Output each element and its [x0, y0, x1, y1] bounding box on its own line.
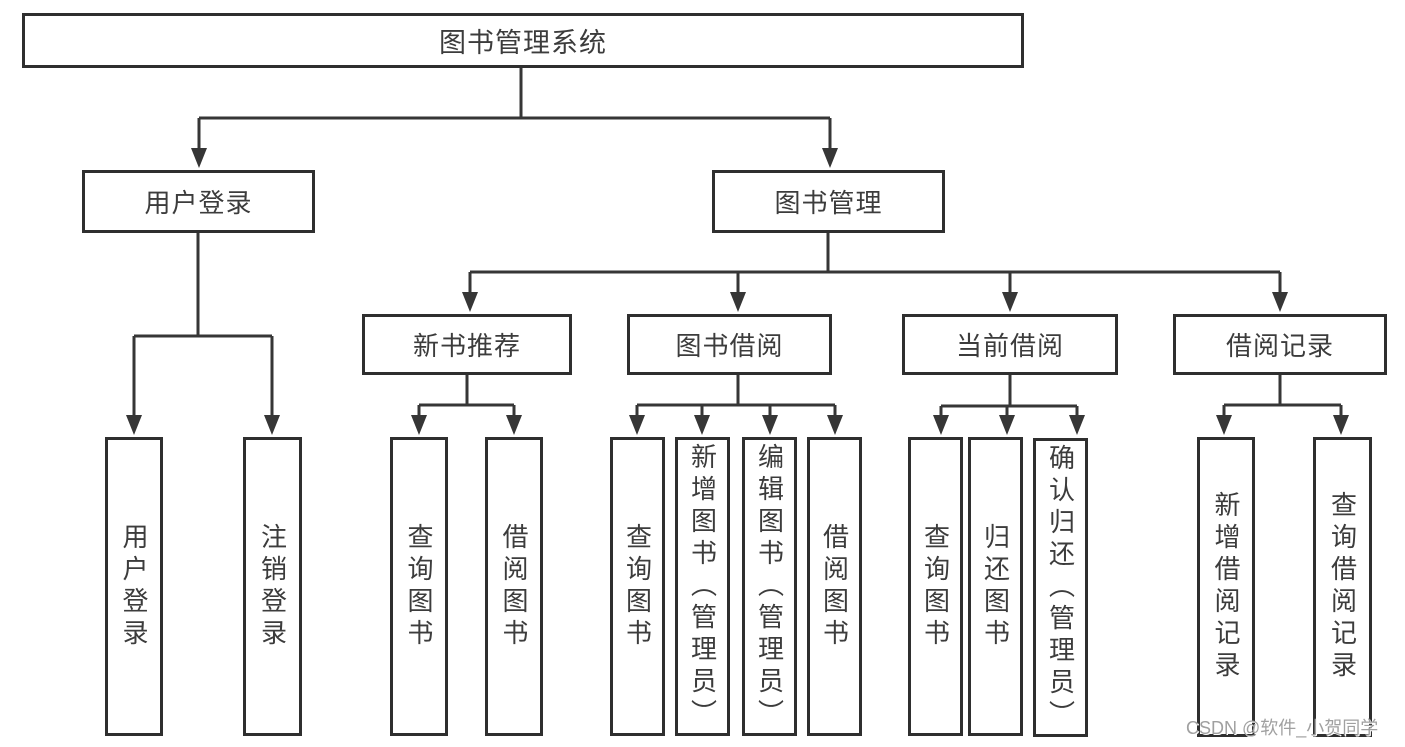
node-root: 图书管理系统 [22, 13, 1024, 68]
node-book-mgmt-branch-label: 图书管理 [774, 188, 883, 218]
node-cb-confirm-return: 确认归还（管理员） [1033, 438, 1088, 737]
node-nbr-query-book-label: 查询图书 [404, 522, 434, 651]
node-bb-borrow-book-label: 借阅图书 [819, 522, 850, 651]
node-book-mgmt-branch: 图书管理 [712, 170, 945, 233]
connector-group-records [1222, 375, 1343, 419]
node-bb-add-book-label: 新增图书（管理员） [687, 442, 718, 731]
node-logout-leaf-label: 注销登录 [257, 522, 288, 651]
node-logout-leaf: 注销登录 [243, 437, 302, 736]
node-bb-query-book-label: 查询图书 [622, 522, 653, 651]
node-user-login-leaf: 用户登录 [105, 437, 163, 736]
node-br-add-record: 新增借阅记录 [1197, 437, 1255, 737]
connector-root [197, 68, 832, 152]
connector-group-newbook [417, 375, 516, 419]
node-cb-query-book: 查询图书 [908, 437, 963, 736]
node-nbr-borrow-book: 借阅图书 [485, 437, 543, 736]
node-borrow-records-label: 借阅记录 [1225, 331, 1334, 361]
node-bb-edit-book: 编辑图书（管理员） [742, 437, 797, 736]
node-bb-add-book: 新增图书（管理员） [675, 437, 730, 736]
node-user-login-branch: 用户登录 [82, 170, 315, 233]
node-book-borrow: 图书借阅 [627, 314, 832, 375]
connector-book-branch [468, 233, 1282, 296]
node-br-query-record: 查询借阅记录 [1313, 437, 1372, 737]
node-current-borrow-label: 当前借阅 [955, 331, 1064, 361]
node-nbr-borrow-book-label: 借阅图书 [499, 522, 529, 651]
connector-group-borrow [635, 375, 837, 419]
node-br-add-record-label: 新增借阅记录 [1211, 491, 1241, 683]
node-book-borrow-label: 图书借阅 [675, 331, 784, 361]
node-root-label: 图书管理系统 [439, 28, 607, 58]
node-bb-borrow-book: 借阅图书 [807, 437, 862, 736]
connector-user-branch [132, 232, 274, 419]
node-user-login-leaf-label: 用户登录 [119, 522, 149, 651]
node-new-book-rec-label: 新书推荐 [412, 331, 521, 361]
watermark: CSDN @软件_小贺同学 [1186, 718, 1379, 738]
arrowheads [126, 148, 1349, 435]
node-cb-query-book-label: 查询图书 [920, 522, 951, 651]
node-cb-return-book: 归还图书 [968, 437, 1023, 736]
node-nbr-query-book: 查询图书 [390, 437, 448, 736]
node-current-borrow: 当前借阅 [902, 314, 1118, 375]
node-bb-edit-book-label: 编辑图书（管理员） [754, 442, 785, 731]
node-borrow-records: 借阅记录 [1173, 314, 1387, 375]
node-cb-confirm-return-label: 确认归还（管理员） [1045, 443, 1076, 732]
node-br-query-record-label: 查询借阅记录 [1327, 491, 1358, 683]
connector-group-current [939, 375, 1079, 419]
node-bb-query-book: 查询图书 [610, 437, 665, 736]
node-new-book-rec: 新书推荐 [362, 314, 572, 375]
node-cb-return-book-label: 归还图书 [980, 522, 1011, 651]
node-user-login-branch-label: 用户登录 [144, 188, 253, 218]
